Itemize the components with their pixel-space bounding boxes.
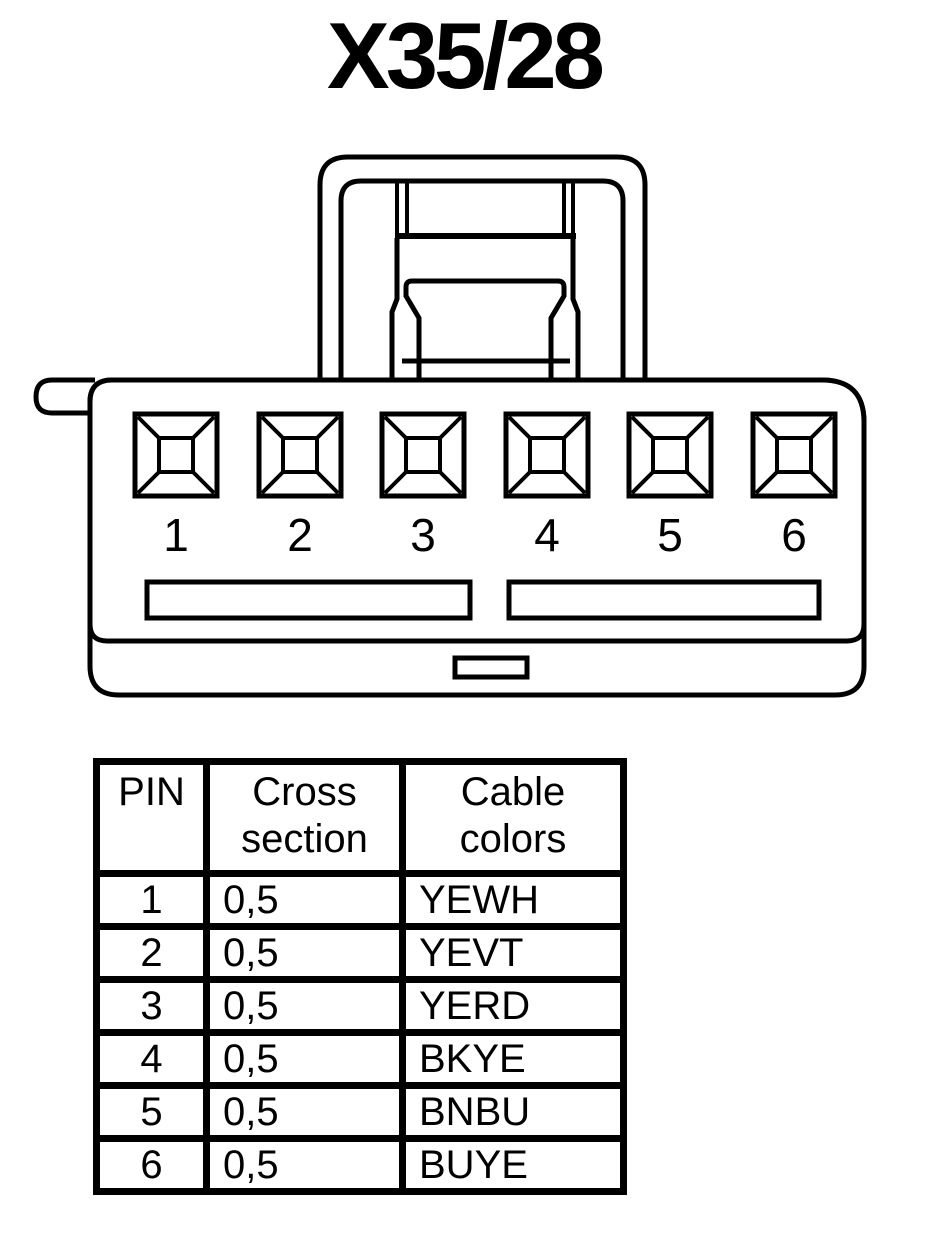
pin-label-6: 6	[781, 509, 807, 561]
cell-pin: 3	[93, 976, 210, 1036]
pin-number-labels: 1 2 3 4 5 6	[163, 509, 807, 561]
pin-socket-5	[629, 414, 711, 496]
side-tab	[33, 377, 95, 416]
pin-label-1: 1	[163, 509, 189, 561]
latch-mechanism	[389, 181, 581, 382]
table-header-row: PIN Cross section Cable colors	[93, 758, 627, 877]
keying-slot-right	[506, 579, 822, 621]
pin-label-3: 3	[410, 509, 436, 561]
pin-label-4: 4	[534, 509, 560, 561]
cell-cross: 0,5	[203, 870, 406, 930]
cell-color: BUYE	[399, 1135, 627, 1195]
connector-title: X35/28	[327, 3, 605, 108]
cell-cross: 0,5	[203, 1029, 406, 1089]
table-row: 3 0,5 YERD	[93, 976, 627, 1036]
table-row: 1 0,5 YEWH	[93, 870, 627, 930]
latch-housing	[317, 154, 648, 382]
table-row: 4 0,5 BKYE	[93, 1029, 627, 1089]
cell-cross: 0,5	[203, 1135, 406, 1195]
table-row: 2 0,5 YEVT	[93, 923, 627, 983]
header-cross-section: Cross section	[203, 758, 406, 877]
cell-pin: 5	[93, 1082, 210, 1142]
pin-label-2: 2	[287, 509, 313, 561]
cell-pin: 6	[93, 1135, 210, 1195]
header-pin: PIN	[93, 758, 210, 877]
pin-assignment-table: PIN Cross section Cable colors 1 0,5 YEW…	[93, 758, 627, 1195]
pin-socket-6	[753, 414, 835, 496]
base-notch	[452, 655, 530, 680]
pin-label-5: 5	[657, 509, 683, 561]
pin-socket-1	[135, 414, 217, 496]
pin-socket-3	[382, 414, 464, 496]
cell-cross: 0,5	[203, 976, 406, 1036]
cell-pin: 1	[93, 870, 210, 930]
cell-cross: 0,5	[203, 923, 406, 983]
table-row: 5 0,5 BNBU	[93, 1082, 627, 1142]
keying-slot-left	[144, 579, 473, 621]
keying-slots	[144, 579, 822, 621]
cell-color: BKYE	[399, 1029, 627, 1089]
cell-color: YEWH	[399, 870, 627, 930]
pin-socket-4	[506, 414, 588, 496]
cell-pin: 2	[93, 923, 210, 983]
table-row: 6 0,5 BUYE	[93, 1135, 627, 1195]
cell-pin: 4	[93, 1029, 210, 1089]
cell-color: YERD	[399, 976, 627, 1036]
connector-diagram: 1 2 3 4 5 6	[33, 154, 867, 698]
cell-color: YEVT	[399, 923, 627, 983]
cell-cross: 0,5	[203, 1082, 406, 1142]
pin-socket-2	[259, 414, 341, 496]
cell-color: BNBU	[399, 1082, 627, 1142]
header-cable-colors: Cable colors	[399, 758, 627, 877]
